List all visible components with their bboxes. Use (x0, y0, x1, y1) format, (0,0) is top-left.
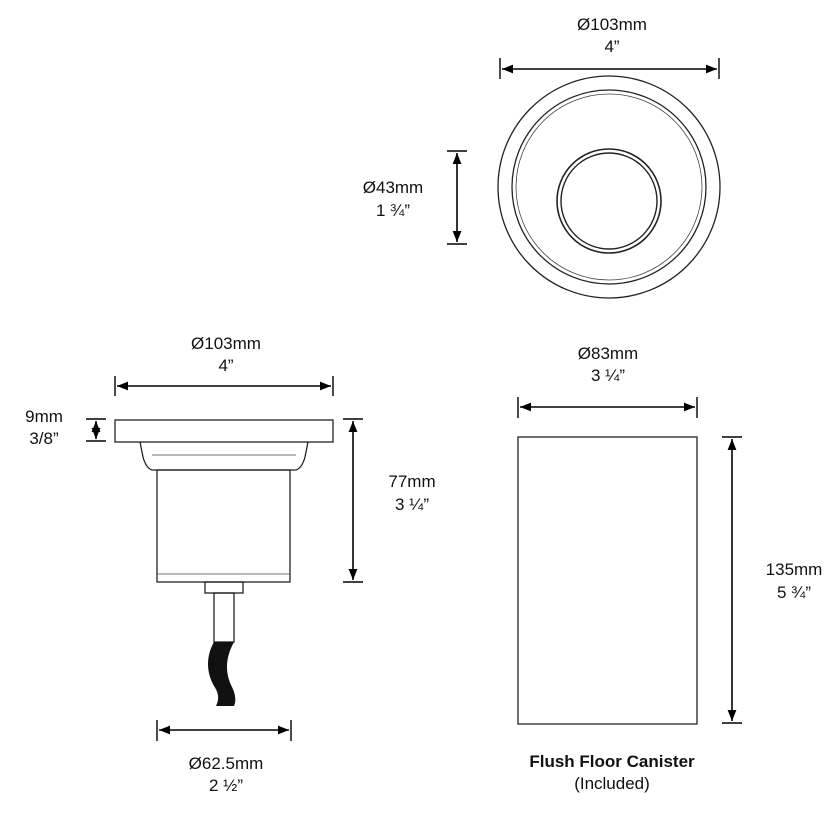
side-view: Ø103mm 4” 9mm 3/8” 77mm 3 ¼” Ø62.5mm 2 ½… (25, 334, 436, 795)
canister-subtitle: (Included) (574, 774, 650, 793)
side-view-top-mm: Ø103mm (191, 334, 261, 353)
side-view-cable-gland (204, 581, 244, 594)
side-view-cable-stem (213, 592, 235, 643)
top-view-lens (560, 152, 658, 250)
top-view-lens-outer (556, 148, 662, 254)
side-view-top-inch: 4” (218, 356, 233, 375)
top-view-diameter-inch: 4” (604, 37, 619, 56)
side-view-height-inch: 3 ¼” (395, 495, 429, 514)
side-view-flange-mm: 9mm (25, 407, 63, 426)
side-view-cable (208, 642, 236, 706)
top-view-bezel-ring-inner (515, 93, 703, 281)
side-view-body (156, 469, 291, 583)
side-view-bottom-mm: Ø62.5mm (189, 754, 264, 773)
top-view-inner-mm: Ø43mm (363, 178, 423, 197)
canister-height-mm: 135mm (766, 560, 823, 579)
side-view-bottom-inch: 2 ½” (209, 776, 243, 795)
canister-view: Ø83mm 3 ¼” 135mm 5 ¾” Flush Floor Canist… (517, 344, 823, 793)
top-view-diameter-mm: Ø103mm (577, 15, 647, 34)
side-view-flange (114, 419, 334, 443)
side-view-neck (139, 441, 309, 471)
canister-diameter-mm: Ø83mm (578, 344, 638, 363)
top-view-inner-inch: 1 ¾” (376, 201, 410, 220)
top-view-bezel-ring (511, 89, 707, 285)
side-view-height-mm: 77mm (388, 472, 435, 491)
top-view-outer-ring (497, 75, 721, 299)
canister-body (517, 436, 698, 725)
top-view: Ø103mm 4” Ø43mm 1 ¾” (363, 15, 721, 299)
canister-height-inch: 5 ¾” (777, 583, 811, 602)
side-view-flange-inch: 3/8” (29, 429, 59, 448)
canister-diameter-inch: 3 ¼” (591, 366, 625, 385)
canister-title: Flush Floor Canister (529, 752, 695, 771)
